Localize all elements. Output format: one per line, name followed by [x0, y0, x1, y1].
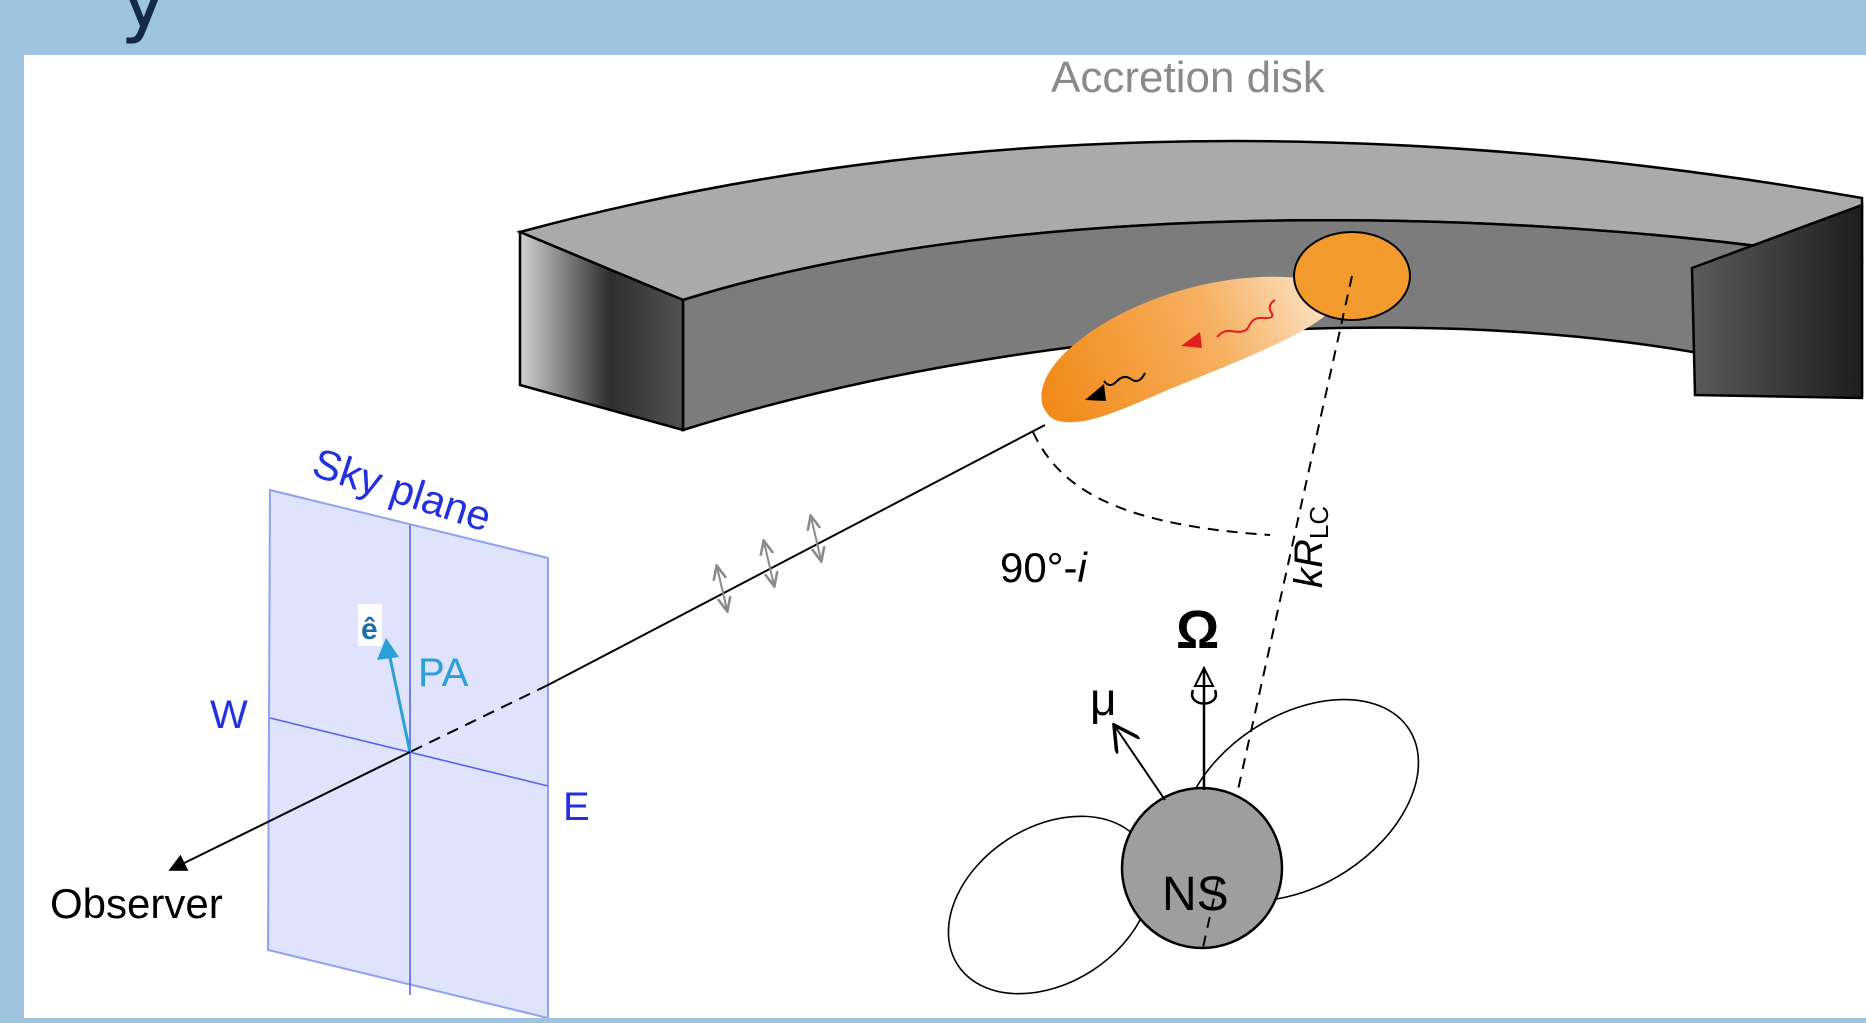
sightline-dashed-behind-plane — [409, 684, 549, 753]
cropped-title-glyph: y — [120, 0, 167, 40]
diagram-panel: ê PA W E Sky plane Observer 90°-i — [24, 53, 1866, 1020]
geometry-annotations: 90°-i kRLC — [1000, 275, 1353, 881]
light-cylinder-radius-line — [1217, 275, 1353, 881]
disk-right-cut-face — [1690, 203, 1864, 400]
polarization-marker-3 — [811, 517, 821, 560]
evector-arrowhead — [377, 638, 399, 660]
rotation-curl — [1190, 689, 1218, 705]
evector-arrow-shaft — [386, 647, 412, 753]
evector-label-bg — [358, 604, 382, 646]
neutron-star-system: NS Ω μ — [947, 600, 1420, 995]
observer-label: Observer — [50, 880, 223, 927]
east-label: E — [563, 785, 590, 829]
red-wavy-photon — [1216, 299, 1276, 338]
neutron-star — [1120, 786, 1284, 950]
line-of-sight: Observer — [50, 424, 1046, 927]
light-cylinder-radius-label: kRLC — [1287, 506, 1334, 588]
radius-line-inside-star — [1201, 879, 1219, 953]
mu-label: μ — [1090, 673, 1117, 725]
evector-label: ê — [361, 613, 378, 646]
west-label: W — [210, 693, 248, 737]
inclination-arc — [1032, 431, 1271, 536]
sky-plane: ê PA W E Sky plane — [210, 439, 590, 1020]
neutron-star-label: NS — [1162, 868, 1229, 921]
position-angle-label: PA — [418, 651, 469, 695]
black-wavy-photon — [1103, 372, 1146, 386]
spin-arrowhead — [1193, 665, 1215, 687]
omega-label: Ω — [1176, 600, 1219, 660]
diagram-svg: ê PA W E Sky plane Observer 90°-i — [50, 53, 1864, 1020]
magnetic-moment-arrow — [1114, 725, 1166, 801]
disk-left-cut-face — [518, 230, 685, 432]
sightline-solid — [547, 424, 1046, 686]
inclination-angle-label: 90°-i — [1000, 544, 1089, 591]
emission-plume — [1041, 276, 1336, 423]
sightline-to-observer — [168, 751, 411, 871]
accretion-disk-label: Accretion disk — [1051, 55, 1326, 102]
polarization-marker-2 — [764, 542, 774, 585]
polarization-marker-1 — [717, 567, 727, 610]
black-arrowhead — [1085, 384, 1106, 401]
red-arrowhead — [1181, 332, 1202, 348]
accretion-disk — [516, 139, 1864, 432]
